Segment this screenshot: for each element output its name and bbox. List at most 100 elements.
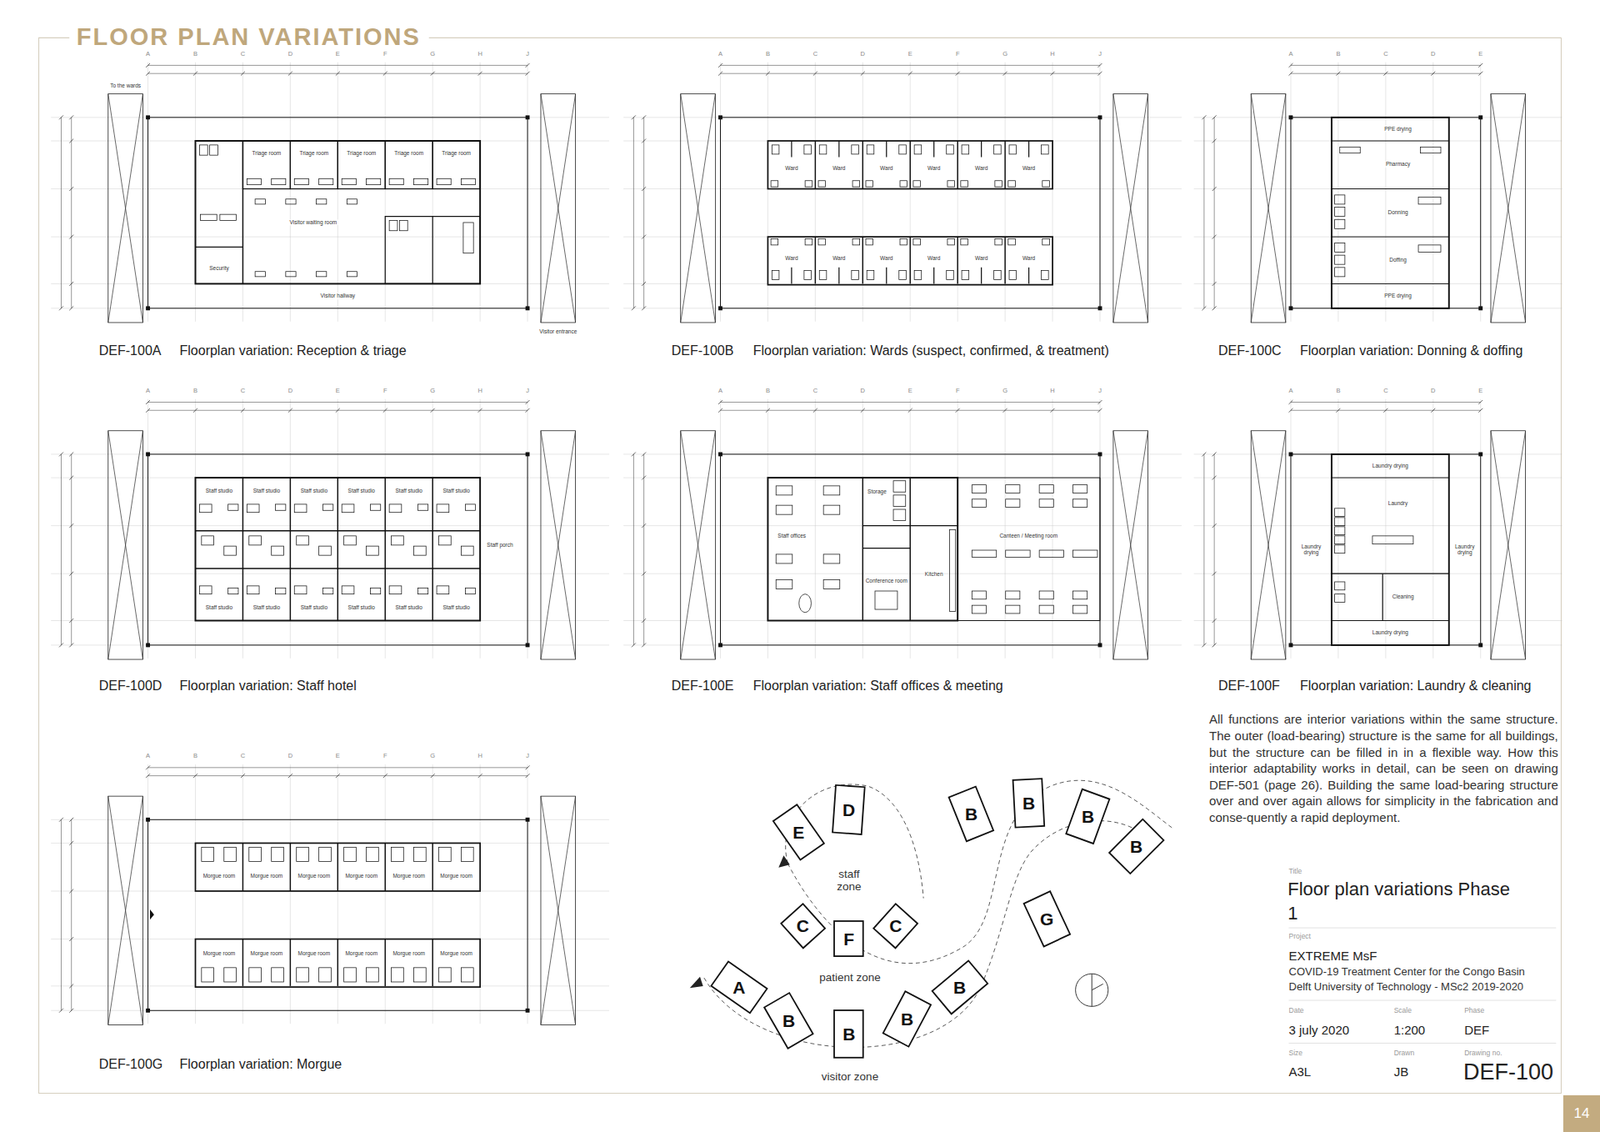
bed <box>960 239 969 245</box>
bed <box>294 178 309 185</box>
desk <box>275 504 286 510</box>
dimension-line <box>1290 65 1481 66</box>
toilet <box>1041 145 1050 155</box>
wall-line <box>1331 620 1450 621</box>
stall <box>1335 207 1345 217</box>
canopy-outline <box>680 94 716 209</box>
bed <box>294 504 307 513</box>
dimension-tick <box>1289 63 1294 68</box>
dimension-line <box>60 819 62 1010</box>
column-post <box>525 451 530 456</box>
bed <box>436 504 450 513</box>
page-number: 14 <box>1573 1105 1590 1122</box>
shelf <box>1420 146 1440 153</box>
canopy-outline <box>1250 208 1286 323</box>
stall <box>1335 255 1345 265</box>
canopy-outline <box>1113 94 1149 209</box>
wall-outline <box>195 939 480 988</box>
grid-line <box>242 62 244 322</box>
dimension-tick <box>641 115 646 120</box>
wall-line <box>956 140 958 190</box>
grid-letter: C <box>813 387 818 395</box>
grid-line <box>1194 573 1563 575</box>
dimension-tick <box>193 408 198 413</box>
canteen-table <box>971 485 986 494</box>
wall-line <box>431 842 433 891</box>
roof-outline <box>148 117 529 309</box>
entrance-canopy <box>540 94 576 323</box>
grid-line <box>815 399 816 659</box>
dimension-tick <box>193 71 198 76</box>
caption-text: Floorplan variation: Staff offices & mee… <box>753 678 1004 694</box>
drawing-code: DEF-100D <box>99 678 163 694</box>
toilet <box>946 145 955 155</box>
canteen-table <box>1005 605 1020 614</box>
canopy-outline <box>1490 545 1526 660</box>
morgue-tray <box>391 967 405 982</box>
dimension-tick <box>641 186 646 191</box>
wall-line <box>1331 140 1450 142</box>
wall-outline <box>767 477 958 620</box>
wall-line <box>242 477 244 620</box>
toilet <box>319 545 332 555</box>
dimension-tick <box>1212 281 1217 286</box>
canteen-table <box>1039 605 1054 614</box>
building-outline-rect <box>834 920 864 956</box>
room-label: Morgue room <box>439 872 474 879</box>
sink <box>1335 581 1345 590</box>
grid-letter: G <box>430 50 435 59</box>
dimension-line <box>60 117 62 309</box>
grid-letter: C <box>1383 387 1388 395</box>
canopy-outline <box>108 910 144 1025</box>
dimension-tick <box>1212 186 1217 191</box>
building-box: B <box>833 1009 865 1059</box>
grid-letter: C <box>813 50 818 59</box>
wall-line <box>933 267 935 285</box>
dimension-tick <box>1098 400 1103 405</box>
dimension-tick <box>240 71 245 76</box>
wall-line <box>385 477 386 620</box>
canopy-outline <box>1250 430 1286 545</box>
grid-line <box>1052 399 1054 659</box>
entrance-marker <box>150 909 155 920</box>
dimension-tick <box>1212 571 1217 576</box>
dimension-tick <box>430 773 435 778</box>
dimension-tick <box>1289 408 1294 413</box>
morgue-tray <box>319 967 332 982</box>
wall-outline <box>767 236 1053 285</box>
wall-line <box>1004 236 1005 284</box>
canopy-outline <box>540 545 576 660</box>
desk <box>823 554 840 564</box>
grid-letter: H <box>1050 50 1055 59</box>
grid-letter: G <box>1002 387 1008 395</box>
canopy-outline <box>540 430 576 545</box>
grid-line <box>1385 399 1386 659</box>
column-post <box>718 115 723 120</box>
room-label: Triage room <box>250 150 282 156</box>
dimension-line <box>148 401 529 403</box>
roof-outline <box>720 117 1100 309</box>
canteen-table <box>1005 499 1020 508</box>
canteen-table <box>1005 485 1020 494</box>
grid-letter: C <box>240 752 245 760</box>
grid-line <box>1337 399 1339 659</box>
column-post <box>1289 305 1294 310</box>
grid-line <box>1100 399 1101 659</box>
bed <box>852 239 860 245</box>
room-wall <box>432 140 480 190</box>
building-letter: D <box>842 800 855 819</box>
dimension-tick <box>69 186 74 191</box>
toilet <box>866 270 875 280</box>
wall-line <box>862 236 864 284</box>
bed <box>900 239 908 245</box>
dimension-tick <box>145 400 150 405</box>
canopy-outline <box>108 94 144 209</box>
grid-line <box>50 525 610 526</box>
washing-machine <box>1335 508 1345 517</box>
column-post <box>1289 642 1294 647</box>
room-label: Ward <box>784 255 799 261</box>
grid-letter: E <box>335 752 340 760</box>
bed <box>865 180 874 187</box>
grid-line <box>1194 140 1563 142</box>
dimension-tick <box>59 642 64 647</box>
